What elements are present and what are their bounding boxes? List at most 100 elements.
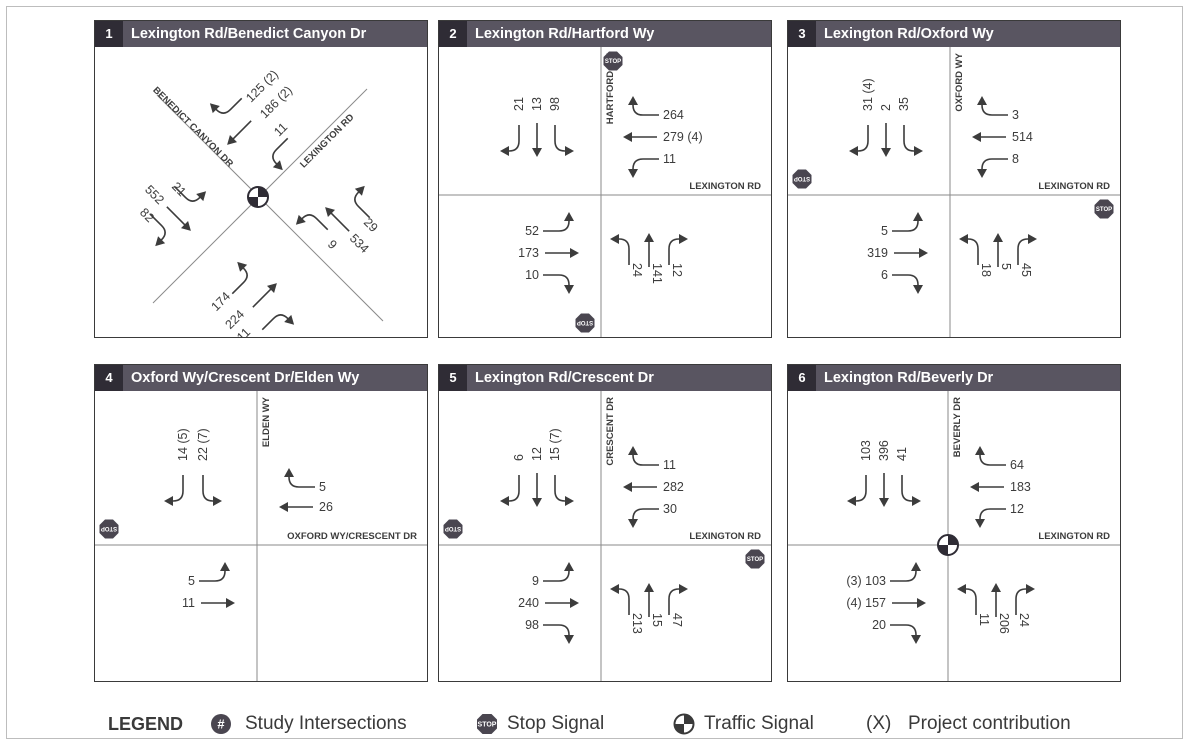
volume-label: 14 (5): [176, 428, 190, 461]
stop-sign-icon: STOP: [1094, 199, 1114, 219]
panel-number: 6: [788, 365, 816, 391]
left-turn-arrow: [975, 508, 1006, 528]
left-turn-arrow: [272, 137, 289, 171]
volume-label: 12: [670, 263, 684, 277]
right-turn-arrow: [543, 274, 574, 294]
left-turn-arrow: [610, 234, 630, 265]
volume-label: 29: [361, 215, 381, 235]
street-name-label: BENEDICT CANYON DR: [150, 85, 235, 170]
right-turn-arrow: [209, 97, 243, 114]
right-turn-arrow: [628, 96, 659, 116]
volume-label: 213: [630, 613, 644, 634]
volume-label: 141: [650, 263, 664, 284]
legend-title: LEGEND: [108, 714, 184, 734]
street-name-label: OXFORD WY/CRESCENT DR: [287, 531, 417, 542]
volume-label: 5: [881, 224, 888, 238]
right-turn-arrow: [149, 213, 166, 247]
stop-sign-icon: STOP: [99, 519, 119, 539]
right-turn-arrow: [849, 125, 869, 156]
through-arrow: [252, 283, 277, 308]
volume-label: 11: [663, 458, 676, 472]
right-turn-arrow: [500, 475, 520, 506]
volume-label: 6: [512, 454, 526, 461]
volume-label: 98: [525, 618, 539, 632]
right-turn-arrow: [892, 274, 923, 294]
volume-label: 12: [530, 447, 544, 461]
figure-frame: [6, 6, 1183, 739]
right-turn-arrow: [284, 468, 315, 488]
volume-label: 8: [1012, 152, 1019, 166]
volume-label: 12: [1010, 502, 1024, 516]
stop-sign-icon: STOP: [477, 714, 497, 734]
right-turn-arrow: [890, 624, 921, 644]
left-turn-arrow: [543, 562, 574, 582]
volume-label: 11: [182, 596, 195, 610]
legend-signal-label: Traffic Signal: [704, 713, 814, 734]
left-turn-arrow: [202, 475, 222, 506]
through-arrow: [991, 583, 1001, 617]
panel-title: Lexington Rd/Hartford Wy: [475, 26, 655, 42]
through-arrow: [166, 206, 191, 231]
volume-label: 64: [1010, 458, 1024, 472]
traffic-signal-icon: [673, 713, 695, 735]
volume-label: 13: [530, 97, 544, 111]
volume-label: 11: [234, 325, 253, 337]
panel-number: 3: [788, 21, 816, 47]
right-turn-arrow: [1017, 234, 1037, 265]
left-turn-arrow: [892, 212, 923, 232]
through-arrow: [993, 233, 1003, 267]
street-name-label: ELDEN WY: [261, 396, 272, 447]
volume-label: 5: [188, 574, 195, 588]
through-arrow: [279, 502, 313, 512]
left-turn-arrow: [957, 584, 977, 615]
study-intersection-icon: #: [211, 714, 231, 734]
through-arrow: [532, 123, 542, 157]
volume-label: 3: [1012, 108, 1019, 122]
stop-sign-icon: STOP: [745, 549, 765, 569]
left-turn-arrow: [554, 125, 574, 156]
volume-label: 15 (7): [548, 428, 562, 461]
legend-stop-label: Stop Signal: [507, 713, 605, 734]
volume-label: 11: [271, 120, 290, 139]
left-turn-arrow: [901, 475, 921, 506]
volume-label: 240: [518, 596, 539, 610]
left-turn-arrow: [977, 158, 1008, 178]
volume-label: 174: [208, 289, 233, 314]
right-turn-arrow: [543, 624, 574, 644]
legend-project-symbol: (X): [866, 713, 892, 734]
traffic-signal-icon: [937, 534, 959, 556]
volume-label: 21: [169, 179, 189, 199]
left-turn-arrow: [890, 562, 921, 582]
left-turn-arrow: [199, 562, 230, 582]
through-arrow: [970, 482, 1004, 492]
stop-sign-icon: STOP: [443, 519, 463, 539]
volume-label: 2: [879, 104, 893, 111]
panel-number: 4: [95, 365, 123, 391]
street-name-label: LEXINGTON RD: [689, 181, 761, 192]
volume-label: 24: [1017, 613, 1031, 627]
street-name-label: LEXINGTON RD: [1038, 181, 1110, 192]
volume-label: (4) 157: [846, 596, 886, 610]
volume-label: 11: [977, 613, 991, 626]
stop-sign-text: STOP: [577, 319, 593, 325]
street-name-label: LEXINGTON RD: [298, 112, 357, 171]
volume-label: 41: [895, 447, 909, 461]
through-arrow: [532, 473, 542, 507]
left-turn-arrow: [903, 125, 923, 156]
traffic-signal-icon: [247, 186, 269, 208]
panel-number: 5: [439, 365, 467, 391]
left-turn-arrow: [173, 185, 207, 202]
volume-label: 18: [979, 263, 993, 277]
